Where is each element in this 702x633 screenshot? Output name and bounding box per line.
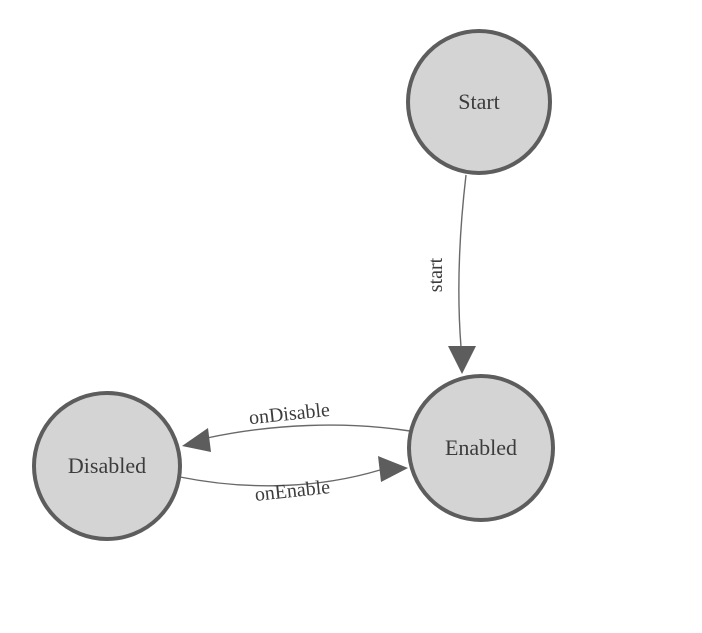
- arrowhead-enabled-to-disabled: [182, 428, 211, 452]
- edge-start-to-enabled: start: [425, 174, 476, 374]
- state-circle-enabled[interactable]: [407, 374, 555, 522]
- edge-line-ondisable: [206, 424, 411, 439]
- arrowhead-disabled-to-enabled: [378, 456, 408, 482]
- state-node-start[interactable]: Start: [406, 29, 552, 175]
- edge-line-onenable: [179, 469, 381, 487]
- state-circle-start[interactable]: [406, 29, 552, 175]
- state-node-enabled[interactable]: Enabled: [407, 374, 555, 522]
- edge-label-onenable: onEnable: [254, 476, 332, 506]
- state-label-start: Start: [458, 89, 500, 114]
- state-label-disabled: Disabled: [68, 453, 146, 478]
- state-circle-disabled[interactable]: [32, 391, 182, 541]
- edge-disabled-to-enabled: onEnable: [179, 456, 408, 506]
- state-label-enabled: Enabled: [445, 435, 517, 460]
- edge-label-start: start: [425, 257, 447, 292]
- edge-enabled-to-disabled: onDisable: [182, 399, 411, 452]
- edge-line-start: [458, 174, 467, 348]
- state-node-disabled[interactable]: Disabled: [32, 391, 182, 541]
- arrowhead-start-to-enabled: [448, 346, 476, 374]
